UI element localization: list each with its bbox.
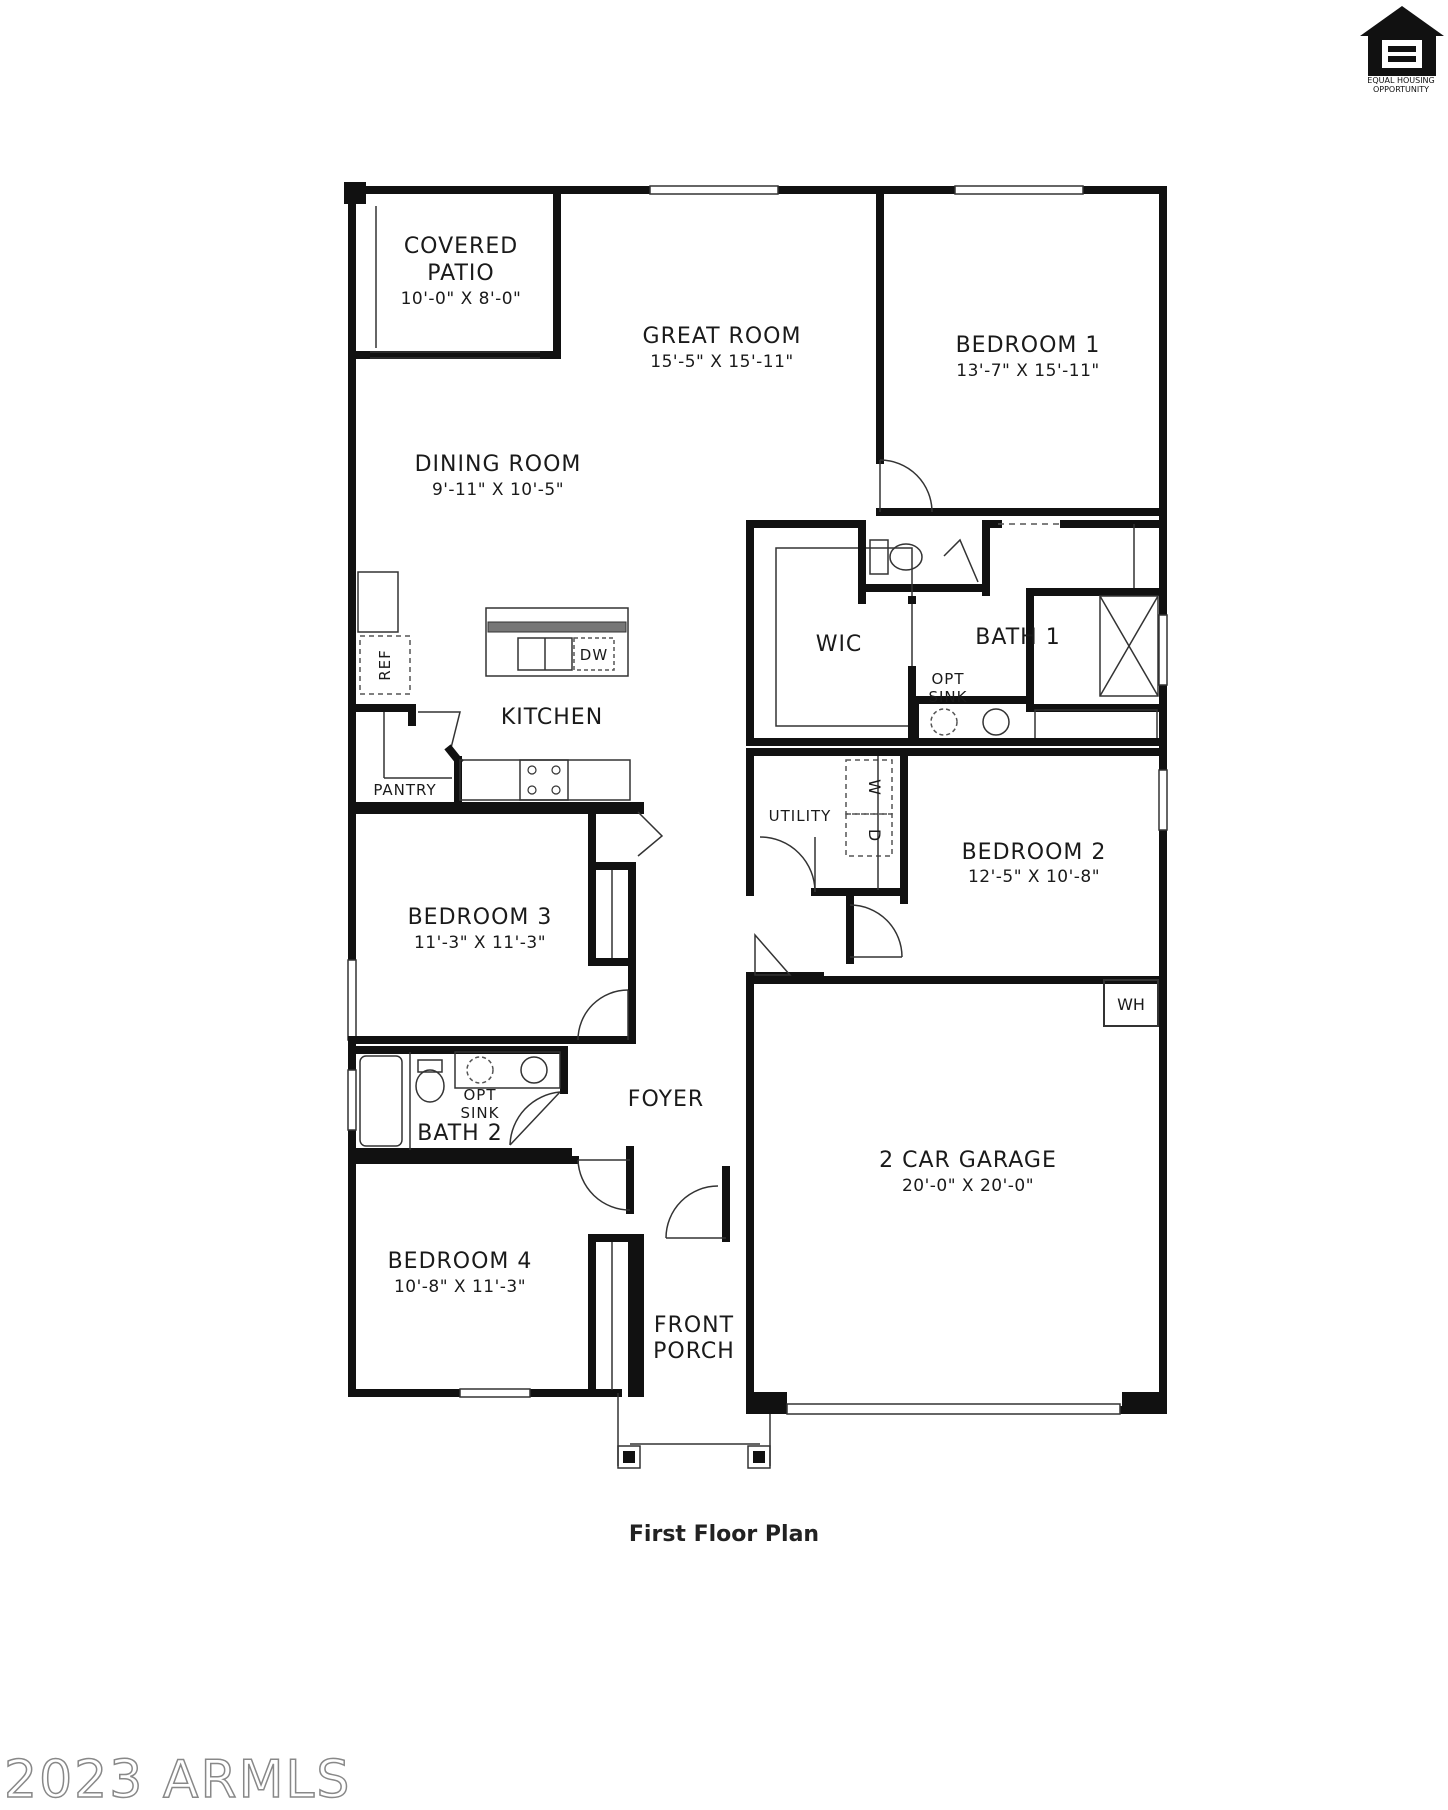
kitchen-island <box>485 607 629 677</box>
bedroom-3-walls <box>348 806 664 1044</box>
covered-patio-label-1: COVERED <box>404 234 518 259</box>
plan-caption: First Floor Plan <box>628 1522 820 1547</box>
bath-2-opt-sink-label-1: OPT <box>463 1086 496 1104</box>
bath-2-label: BATH 2 <box>417 1121 502 1146</box>
bath-1-walls <box>746 520 1167 746</box>
garage-dims: 20'-0" X 20'-0" <box>902 1176 1034 1196</box>
equal-housing-logo-text: EQUAL HOUSING OPPORTUNITY <box>1354 76 1448 94</box>
bath-1-label: BATH 1 <box>975 625 1060 650</box>
refrigerator-label: REF <box>376 649 394 681</box>
bedroom-2-label: BEDROOM 2 <box>962 840 1107 865</box>
bath-1-opt-sink-label-1: OPT <box>931 670 964 688</box>
copyright-watermark: 2023 ARMLS <box>3 1749 352 1810</box>
bedroom-3-dims: 11'-3" X 11'-3" <box>414 933 546 953</box>
wic-label: WIC <box>816 632 863 657</box>
bedroom-1-walls <box>876 186 1167 516</box>
logo-line-2: OPPORTUNITY <box>1372 85 1430 94</box>
front-porch-label-1: FRONT <box>654 1313 734 1338</box>
bath-2-opt-sink-icon <box>466 1056 494 1084</box>
foyer-label: FOYER <box>628 1087 704 1112</box>
bath-2-opt-sink-label-2: SINK <box>460 1104 499 1122</box>
equal-housing-house-icon <box>1360 6 1444 76</box>
utility-label: UTILITY <box>769 807 832 825</box>
utility-walls <box>746 748 908 896</box>
garage-walls <box>746 933 1159 1415</box>
bedroom-1-label: BEDROOM 1 <box>956 333 1101 358</box>
front-porch-area <box>617 1166 771 1469</box>
dining-room-label: DINING ROOM <box>415 452 582 477</box>
kitchen-walls <box>348 571 644 810</box>
bedroom-4-walls <box>348 1146 636 1397</box>
bedroom-4-dims: 10'-8" X 11'-3" <box>394 1277 526 1297</box>
dishwasher-label: DW <box>580 646 608 664</box>
dishwasher-outline <box>573 637 615 671</box>
kitchen-label: KITCHEN <box>501 705 603 730</box>
bath-1-opt-sink-label-2: SINK <box>928 688 967 706</box>
washer-label: W <box>865 779 884 795</box>
bedroom-3-label: BEDROOM 3 <box>408 905 553 930</box>
bedroom-4-label: BEDROOM 4 <box>388 1249 533 1274</box>
bath-1-sink-icon <box>982 708 1010 736</box>
bath-1-opt-sink-icon <box>930 708 958 736</box>
front-porch-label-2: PORCH <box>653 1339 735 1364</box>
pantry-label: PANTRY <box>373 781 436 799</box>
bedroom-2-walls <box>746 748 1167 984</box>
covered-patio-label-2: PATIO <box>427 261 494 286</box>
dining-room-dims: 9'-11" X 10'-5" <box>432 480 564 500</box>
garage-label: 2 CAR GARAGE <box>879 1148 1057 1173</box>
great-room-label: GREAT ROOM <box>643 324 802 349</box>
bath-2-sink-icon <box>520 1056 548 1084</box>
range-icon <box>519 759 569 801</box>
bedroom-1-dims: 13'-7" X 15'-11" <box>956 361 1099 381</box>
water-heater-label: WH <box>1117 995 1145 1014</box>
covered-patio-area <box>348 186 561 359</box>
bathtub-icon <box>359 1055 403 1147</box>
great-room-dims: 15'-5" X 15'-11" <box>650 352 793 372</box>
logo-line-1: EQUAL HOUSING <box>1367 76 1435 85</box>
bath-2-walls <box>348 1046 572 1156</box>
windows <box>347 185 1168 1398</box>
covered-patio-dims: 10'-0" X 8'-0" <box>401 289 522 309</box>
dryer-label: D <box>865 829 884 841</box>
bedroom-2-dims: 12'-5" X 10'-8" <box>968 867 1100 887</box>
